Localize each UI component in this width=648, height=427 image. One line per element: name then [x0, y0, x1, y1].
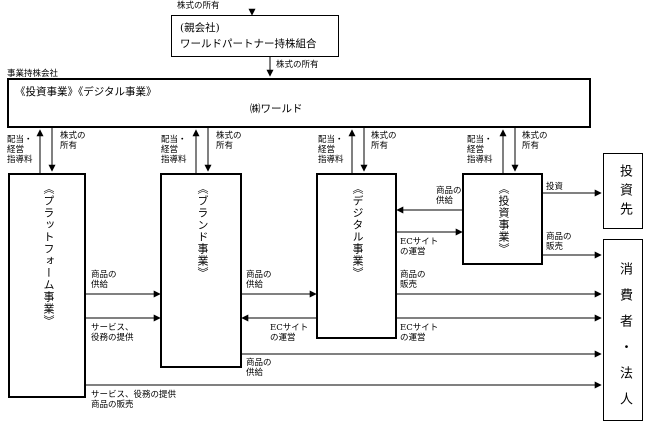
consumer-label: 消費者・法人	[617, 262, 632, 418]
flow-ec-ops: ECサイト の運営	[270, 323, 309, 343]
brand-segment-label: 《ブランド事業》	[196, 183, 209, 279]
parent-line1: (親会社)	[180, 22, 220, 34]
digital-segment-box: 《デジタル事業》	[316, 173, 397, 339]
parent-company-box: (親会社) ワールドパートナー持株組合	[171, 15, 339, 57]
flow-ec-ops-inv: ECサイト の運営	[400, 237, 439, 257]
dividend-label-2: 配当・ 経営 指導料	[161, 135, 187, 165]
consumer-box: 消費者・法人	[603, 239, 643, 421]
flow-goods-sales-inv: 商品の 販売	[546, 232, 572, 252]
investment-segment-box: 《投資事業》	[462, 173, 543, 265]
platform-segment-box: 《プラットフォーム事業》	[8, 173, 86, 398]
flow-invest: 投資	[546, 182, 564, 192]
flow-goods-supply-inv: 商品の 供給	[436, 186, 462, 206]
owner-ownership-label: 株式の所有	[276, 60, 319, 70]
top-ownership-label: 株式の所有	[177, 1, 220, 11]
dividend-label-1: 配当・ 経営 指導料	[7, 135, 33, 165]
invest-target-label: 投資先	[617, 164, 632, 221]
ownership-label-4: 株式の 所有	[522, 131, 548, 151]
parent-line2: ワールドパートナー持株組合	[180, 38, 317, 50]
flow-goods-sales: 商品の 販売	[400, 270, 426, 290]
holding-company-box: 《投資事業》《デジタル事業》 ㈱ワールド	[7, 78, 591, 128]
ownership-label-2: 株式の 所有	[216, 131, 242, 151]
holding-name: ㈱ワールド	[250, 103, 303, 115]
flow-service-bottom: サービス、役務の提供 商品の販売	[91, 390, 177, 410]
holding-segments: 《投資事業》《デジタル事業》	[15, 86, 157, 98]
flow-goods-supply-bottom: 商品の 供給	[246, 358, 272, 378]
ownership-label-3: 株式の 所有	[371, 131, 397, 151]
flow-goods-supply-brand: 商品の 供給	[246, 270, 272, 290]
flow-ec-ops-consumer: ECサイト の運営	[400, 323, 439, 343]
invest-target-box: 投資先	[603, 153, 643, 229]
investment-segment-label: 《投資事業》	[497, 183, 510, 255]
platform-segment-label: 《プラットフォーム事業》	[42, 183, 55, 327]
flow-goods-supply: 商品の 供給	[91, 270, 117, 290]
dividend-label-3: 配当・ 経営 指導料	[318, 135, 344, 165]
brand-segment-box: 《ブランド事業》	[160, 173, 242, 368]
dividend-label-4: 配当・ 経営 指導料	[467, 135, 493, 165]
ownership-label-1: 株式の 所有	[60, 131, 86, 151]
holding-company-title: 事業持株会社	[7, 69, 59, 79]
digital-segment-label: 《デジタル事業》	[351, 183, 364, 279]
flow-service-supply: サービス、 役務の提供	[91, 323, 134, 343]
